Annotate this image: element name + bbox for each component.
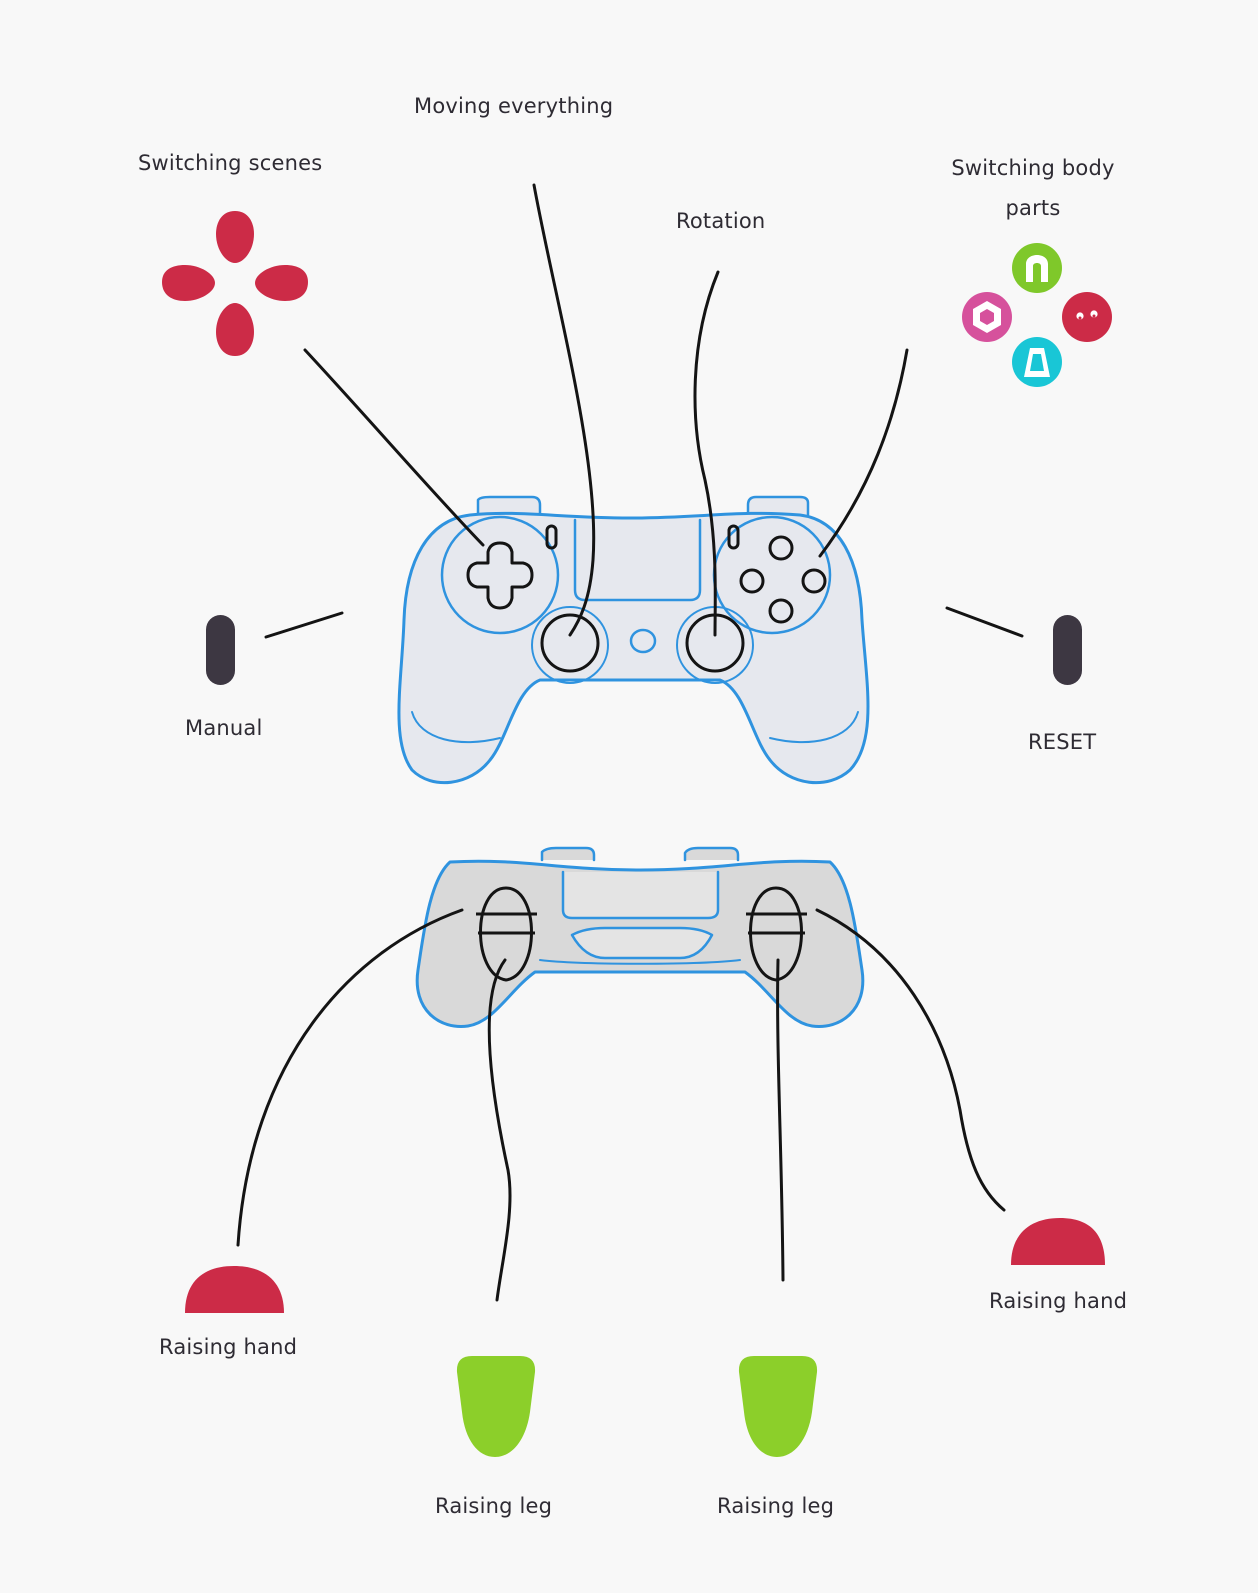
leader-line-left-bumper [236,908,464,1247]
leader-line-left-stick [532,183,596,637]
face-button-green-icon [1012,243,1062,293]
leader-line-reset [945,606,1024,638]
label-raising-hand-left: Raising hand [159,1335,298,1359]
share-button-icon [206,615,235,685]
face-buttons-icon [962,243,1112,387]
label-moving-everything: Moving everything [414,94,614,118]
controller-back-triggers [476,886,807,982]
left-trigger-icon [456,1356,536,1457]
label-raising-leg-right: Raising leg [717,1494,835,1518]
label-manual: Manual [185,716,263,740]
leader-line-right-trigger [776,958,785,1282]
face-button-red-icon [1062,292,1112,342]
label-reset: RESET [1028,730,1097,754]
controller-front-icon [397,495,870,785]
leader-line-manual [264,611,344,639]
label-raising-hand-right: Raising hand [989,1289,1128,1313]
leader-line-dpad [303,348,485,547]
leader-lines [236,183,1024,1302]
controller-front-details [466,524,827,673]
options-button-icon [1053,615,1082,685]
dpad-icon [162,211,308,356]
controller-back-icon [415,846,865,1028]
face-button-cyan-icon [1012,337,1062,387]
label-raising-leg-left: Raising leg [435,1494,553,1518]
label-rotation: Rotation [676,209,766,233]
right-trigger-icon [738,1356,818,1457]
leader-line-face-buttons [818,348,909,558]
leader-line-right-stick [693,270,720,637]
leader-line-left-trigger [487,958,512,1302]
leader-line-right-bumper [815,908,1006,1212]
left-bumper-icon [185,1266,284,1313]
face-button-pink-icon [962,292,1012,342]
right-bumper-icon [1011,1218,1105,1265]
label-switching-body-parts: Switching body parts [951,156,1115,220]
label-switching-scenes: Switching scenes [138,151,323,175]
